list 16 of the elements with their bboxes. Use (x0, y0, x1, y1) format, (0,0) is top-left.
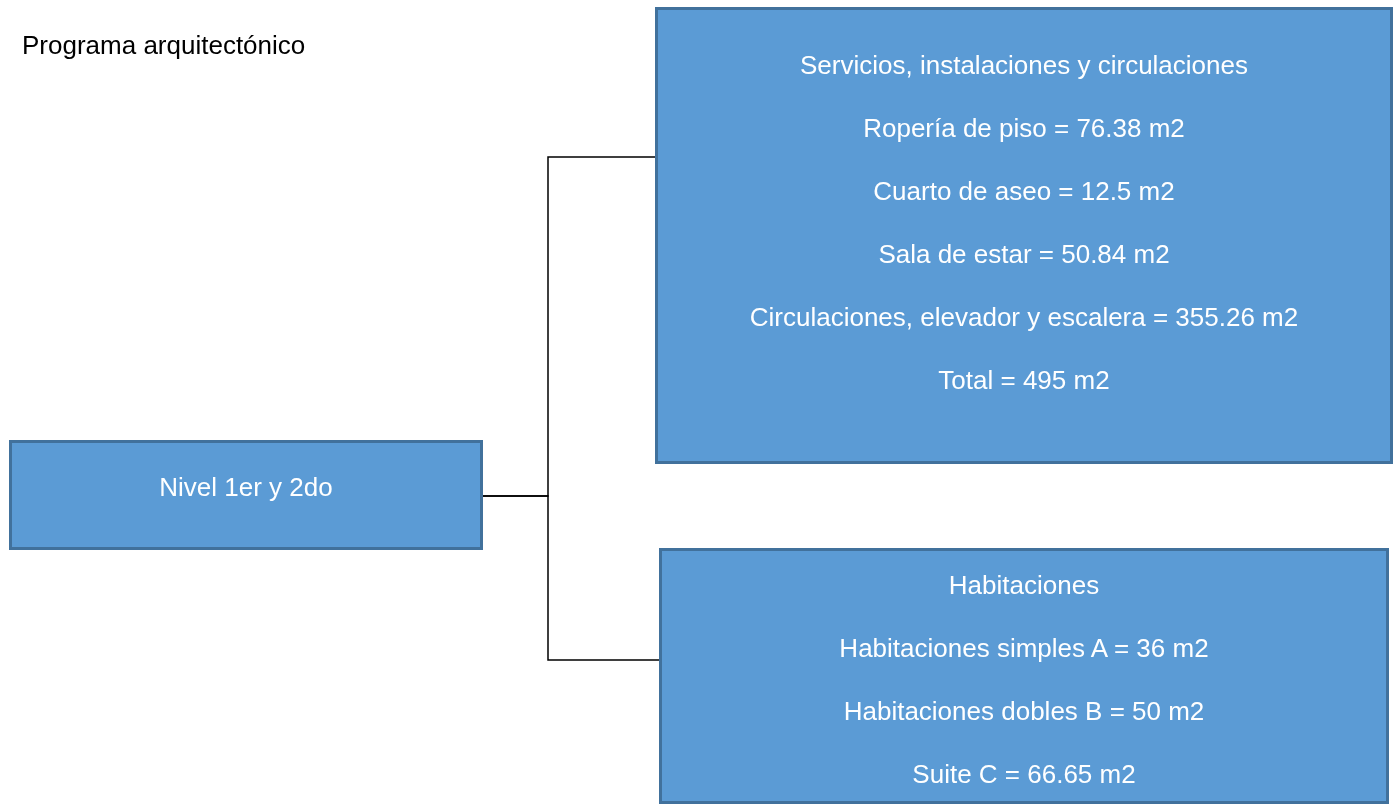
process-box (655, 7, 1393, 464)
box-text: Ropería de piso = 76.38 m2 (863, 112, 1185, 145)
connector-line (482, 495, 660, 661)
box-text: Cuarto de aseo = 12.5 m2 (873, 175, 1175, 208)
box-text: Sala de estar = 50.84 m2 (878, 238, 1170, 271)
box-text: Habitaciones dobles B = 50 m2 (843, 695, 1205, 728)
box-heading: Servicios, instalaciones y circulaciones (800, 49, 1248, 82)
box-text: Habitaciones simples A = 36 m2 (839, 632, 1209, 665)
box-text: Circulaciones, elevador y escalera = 355.26 m2 (749, 301, 1299, 334)
process-box (9, 440, 483, 550)
box-heading: Nivel 1er y 2do (159, 471, 333, 504)
process-box (659, 548, 1389, 804)
box-heading: Habitaciones (948, 569, 1100, 602)
box-text: Total = 495 m2 (938, 364, 1110, 397)
box-text: Suite C = 66.65 m2 (912, 758, 1136, 791)
diagram-title: Programa arquitectónico (22, 30, 306, 61)
